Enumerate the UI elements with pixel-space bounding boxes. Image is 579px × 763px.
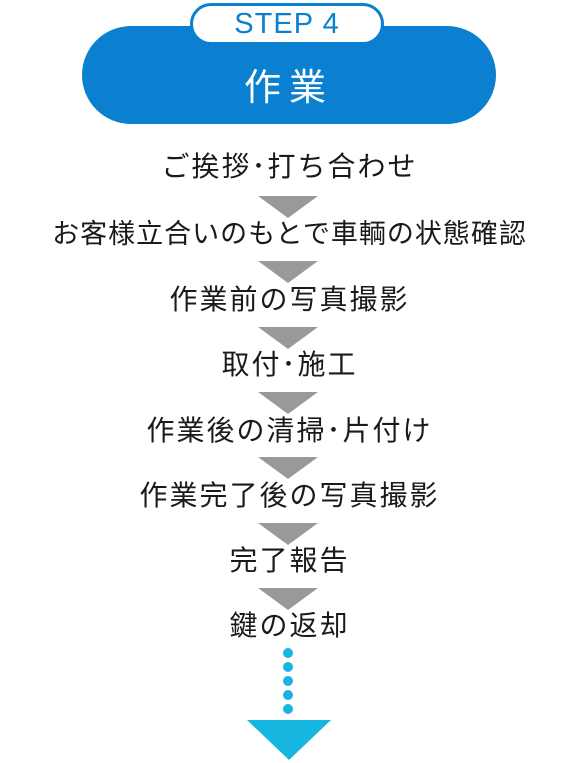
- flow-arrow-down-icon: [258, 261, 318, 283]
- connector-dot: [283, 662, 293, 672]
- flow-step-7: 完了報告: [229, 544, 350, 577]
- flow-step-3: 作業前の写真撮影: [169, 283, 410, 316]
- flow-step-1: ご挨拶･打ち合わせ: [161, 150, 418, 183]
- flow-arrow-down-icon: [258, 196, 318, 218]
- flow-step-2: お客様立合いのもとで車輌の状態確認: [52, 219, 527, 250]
- flow-step-8: 鍵の返却: [229, 609, 350, 642]
- step-title: 作業: [244, 66, 334, 109]
- connector-dot: [283, 704, 293, 714]
- next-step-arrow-icon: [247, 720, 331, 760]
- connector-dot: [283, 676, 293, 686]
- flow-arrow-down-icon: [258, 588, 318, 610]
- flow-step-5: 作業後の清掃･片付け: [146, 414, 433, 447]
- dotted-connector: [283, 648, 293, 716]
- flow-step-4: 取付･施工: [221, 348, 358, 381]
- connector-dot: [283, 690, 293, 700]
- flow-arrow-down-icon: [258, 523, 318, 545]
- step-number-badge: STEP 4: [190, 3, 384, 45]
- flow-arrow-down-icon: [258, 457, 318, 479]
- connector-dot: [283, 648, 293, 658]
- flow-arrow-down-icon: [258, 327, 318, 349]
- flow-arrow-down-icon: [258, 392, 318, 414]
- flow-step-6: 作業完了後の写真撮影: [139, 479, 440, 512]
